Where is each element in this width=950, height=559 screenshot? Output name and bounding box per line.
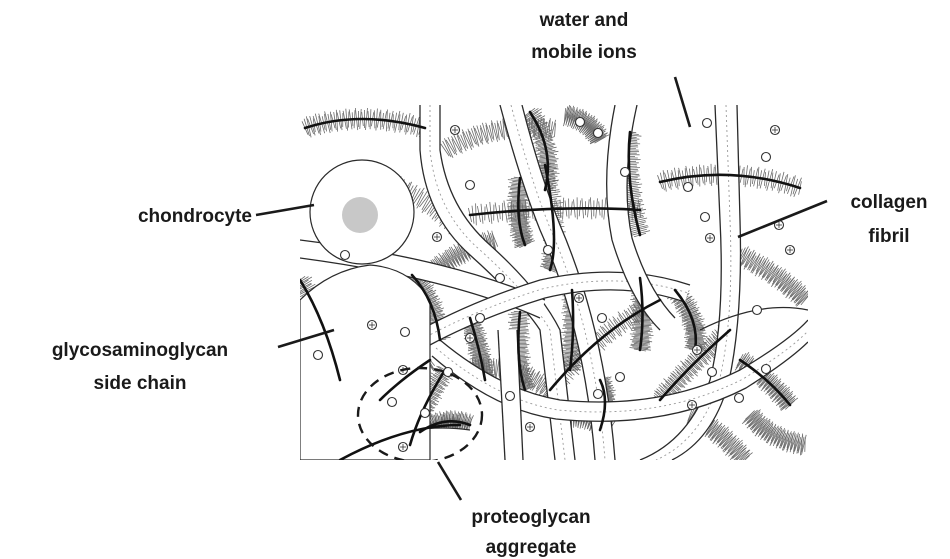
ion [421,409,430,418]
ion [496,274,505,283]
ion [401,328,410,337]
collagen-label-line2: fibril [868,226,909,247]
chondrocyte-cell [310,160,414,264]
ion [708,368,717,377]
ion [388,398,397,407]
water-label-line1: water and [539,10,629,31]
gag-label-line1: glycosaminoglycan [52,340,228,361]
ion [762,365,771,374]
ion [684,183,693,192]
ion [433,233,442,242]
ion [706,234,715,243]
ion [506,392,515,401]
ion [594,129,603,138]
ion [616,373,625,382]
ion [771,126,780,135]
ion [762,153,771,162]
ion [701,213,710,222]
proteoglycan-label-line1: proteoglycan [471,507,590,528]
ion [526,423,535,432]
proteoglycan-label-line2: aggregate [486,537,577,558]
ion [753,306,762,315]
matrix-illustration [292,105,813,468]
ion [598,314,607,323]
ion [576,118,585,127]
ion [368,321,377,330]
ion [575,294,584,303]
ion [314,351,323,360]
gag-core [629,132,640,235]
gag-core [640,278,643,350]
chondrocyte-label: chondrocyte [138,206,252,227]
ion [451,126,460,135]
collagen-label-line1: collagen [850,192,927,213]
ion [688,401,697,410]
chondrocyte-leader-line [256,205,314,215]
gag-label-line2: side chain [94,373,187,394]
ion [786,246,795,255]
ion [621,168,630,177]
ion [341,251,350,260]
proteoglycan-leader-line [438,462,461,500]
water-label-line2: mobile ions [531,42,637,63]
ion [703,119,712,128]
ion [594,390,603,399]
ion [399,443,408,452]
ion [466,181,475,190]
ion [476,314,485,323]
water-leader-line [675,77,690,127]
ion [693,346,702,355]
ion [544,246,553,255]
collagen-leader-line [738,201,827,237]
ion [735,394,744,403]
ion [466,334,475,343]
